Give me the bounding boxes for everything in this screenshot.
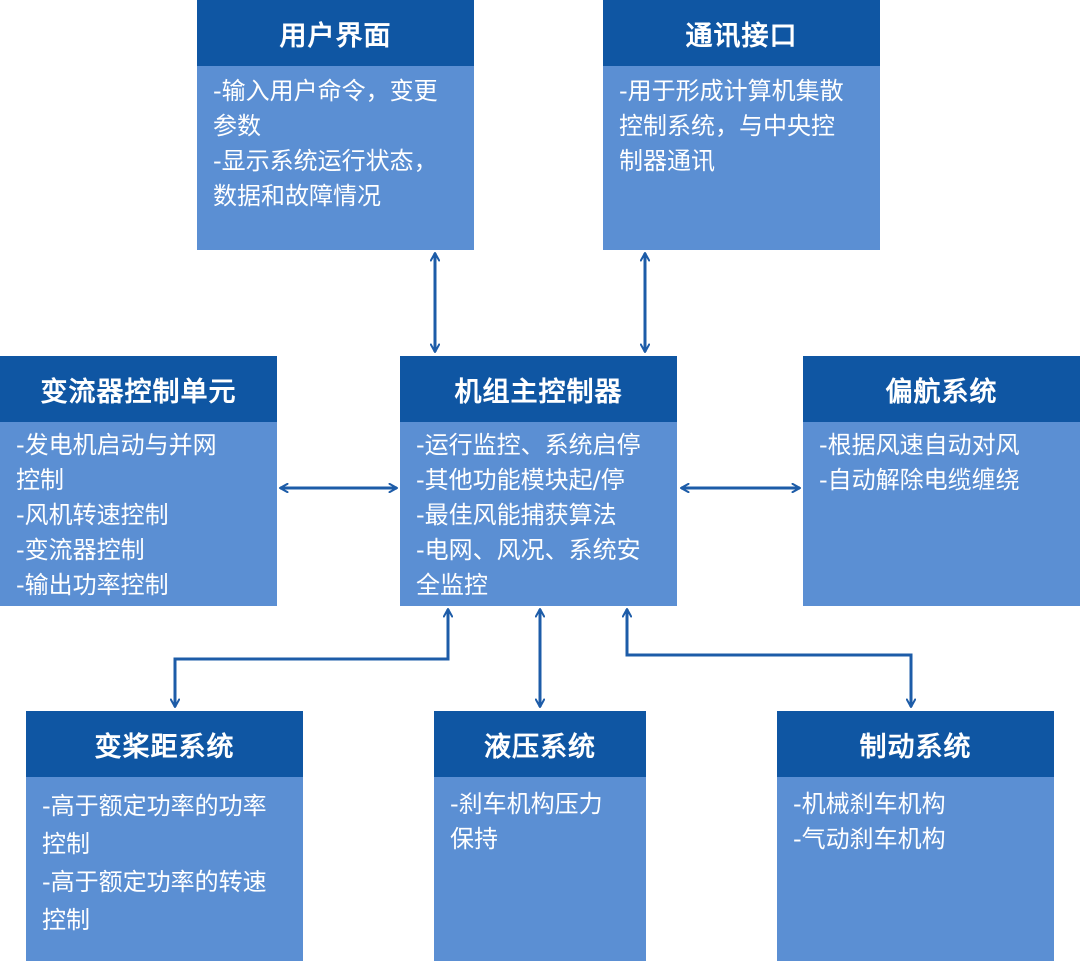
main-controller-title: 机组主控制器	[400, 356, 677, 422]
description-line: 数据和故障情况	[213, 182, 381, 210]
description-line: 控制	[42, 906, 90, 934]
description-line: -用于形成计算机集散	[619, 77, 844, 105]
description-line: -机械刹车机构	[793, 790, 946, 818]
description-line: -其他功能模块起/停	[416, 466, 625, 494]
brake-system-box: 制动系统 -机械刹车机构 -气动刹车机构	[777, 711, 1054, 961]
description-line: 全监控	[416, 571, 488, 599]
description-line: -气动刹车机构	[793, 825, 946, 853]
main-controller-description: -运行监控、系统启停 -其他功能模块起/停 -最佳风能捕获算法 -电网、风况、系…	[400, 422, 677, 611]
arrow-main-pitch	[175, 609, 448, 707]
description-line: 制器通讯	[619, 147, 715, 175]
comm-interface-box: 通讯接口 -用于形成计算机集散 控制系统，与中央控 制器通讯	[603, 0, 880, 250]
converter-control-title: 变流器控制单元	[0, 356, 277, 422]
yaw-system-box: 偏航系统 -根据风速自动对风 -自动解除电缆缠绕	[803, 356, 1080, 606]
description-line: 控制	[42, 830, 90, 858]
description-line: -高于额定功率的转速	[42, 868, 267, 896]
description-line: -输出功率控制	[16, 571, 169, 599]
description-line: -根据风速自动对风	[819, 431, 1020, 459]
brake-system-description: -机械刹车机构 -气动刹车机构	[777, 777, 1054, 865]
pitch-system-description: -高于额定功率的功率 控制 -高于额定功率的转速 控制	[26, 777, 303, 947]
user-interface-box: 用户界面 -输入用户命令，变更 参数 -显示系统运行状态， 数据和故障情况	[197, 0, 474, 250]
description-line: -变流器控制	[16, 536, 145, 564]
description-line: -发电机启动与并网	[16, 431, 217, 459]
yaw-system-title: 偏航系统	[803, 356, 1080, 422]
hydraulic-system-description: -刹车机构压力 保持	[434, 777, 646, 865]
user-interface-description: -输入用户命令，变更 参数 -显示系统运行状态， 数据和故障情况	[197, 66, 474, 222]
converter-control-box: 变流器控制单元 -发电机启动与并网 控制 -风机转速控制 -变流器控制 -输出功…	[0, 356, 277, 606]
description-line: -输入用户命令，变更	[213, 77, 438, 105]
pitch-system-title: 变桨距系统	[26, 711, 303, 777]
description-line: 参数	[213, 112, 261, 140]
description-line: -高于额定功率的功率	[42, 792, 267, 820]
description-line: -风机转速控制	[16, 501, 169, 529]
description-line: -运行监控、系统启停	[416, 431, 641, 459]
pitch-system-box: 变桨距系统 -高于额定功率的功率 控制 -高于额定功率的转速 控制	[26, 711, 303, 961]
converter-control-description: -发电机启动与并网 控制 -风机转速控制 -变流器控制 -输出功率控制	[0, 422, 277, 611]
comm-interface-title: 通讯接口	[603, 0, 880, 66]
user-interface-title: 用户界面	[197, 0, 474, 66]
description-line: 控制系统，与中央控	[619, 112, 835, 140]
hydraulic-system-box: 液压系统 -刹车机构压力 保持	[434, 711, 646, 961]
brake-system-title: 制动系统	[777, 711, 1054, 777]
comm-interface-description: -用于形成计算机集散 控制系统，与中央控 制器通讯	[603, 66, 880, 187]
description-line: -显示系统运行状态，	[213, 147, 438, 175]
description-line: 保持	[450, 825, 498, 853]
description-line: -电网、风况、系统安	[416, 536, 641, 564]
description-line: -最佳风能捕获算法	[416, 501, 617, 529]
main-controller-box: 机组主控制器 -运行监控、系统启停 -其他功能模块起/停 -最佳风能捕获算法 -…	[400, 356, 677, 606]
description-line: -自动解除电缆缠绕	[819, 466, 1020, 494]
description-line: 控制	[16, 466, 64, 494]
hydraulic-system-title: 液压系统	[434, 711, 646, 777]
arrow-main-brake	[627, 609, 911, 707]
description-line: -刹车机构压力	[450, 790, 603, 818]
yaw-system-description: -根据风速自动对风 -自动解除电缆缠绕	[803, 422, 1080, 506]
